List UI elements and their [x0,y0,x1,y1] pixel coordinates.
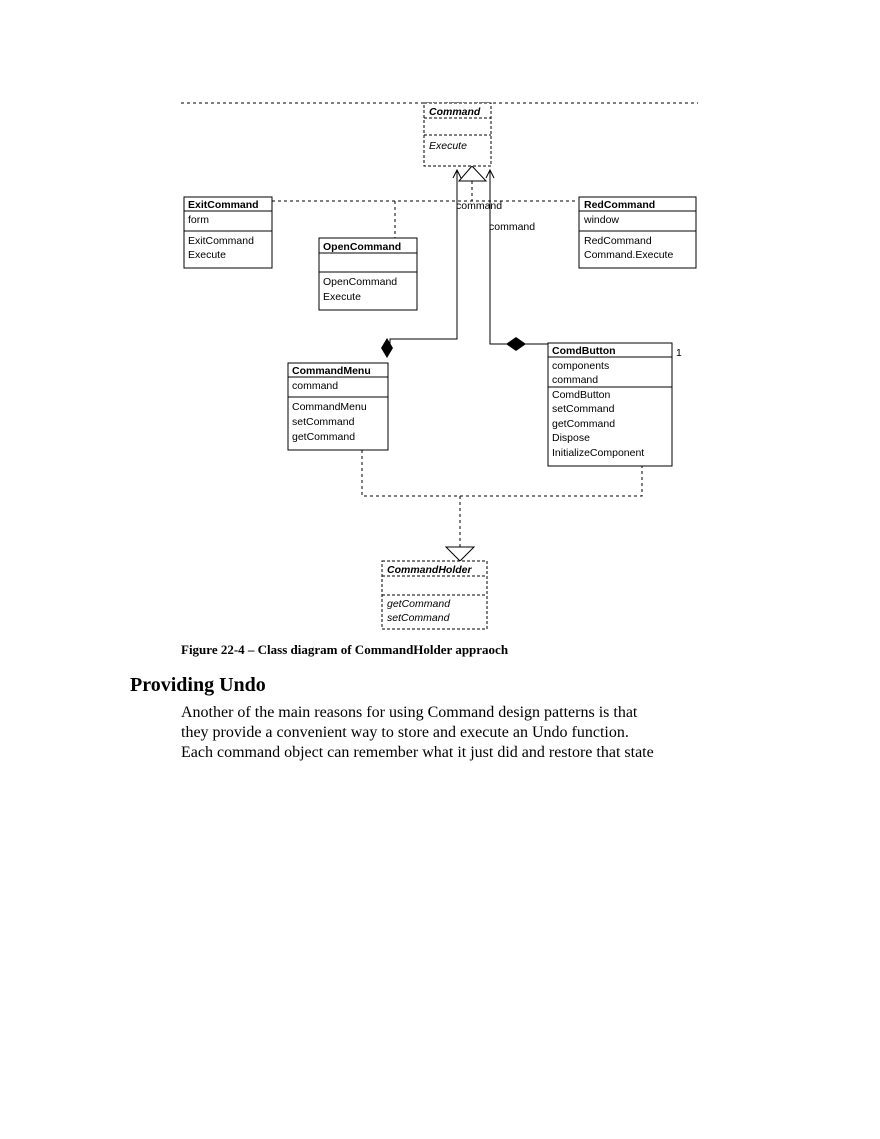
button-composition-diamond [506,337,526,351]
operation: Execute [188,249,226,261]
holder-realization-line [361,450,643,497]
operation: Execute [323,291,361,303]
attribute: form [188,214,209,226]
class-name: CommandHolder [387,564,473,576]
attribute: command [292,380,338,392]
menu-composition-diamond [381,338,393,358]
class-command-menu: CommandMenu command CommandMenu setComma… [287,362,389,451]
association-label-2: command [489,221,535,233]
multiplicity-label: 1 [676,347,682,359]
holder-realization-arrowhead [444,546,476,562]
class-diagram: command command 1 Command Execute ExitCo… [181,102,698,630]
operation: OpenCommand [323,276,397,288]
operation: Dispose [552,432,590,444]
section-heading: Providing Undo [130,674,266,696]
realization-arrowhead [457,165,488,182]
class-name: RedCommand [584,199,655,211]
operation: getCommand [387,598,451,610]
class-open-command: OpenCommand OpenCommand Execute [318,237,418,311]
paragraph-line: Each command object can remember what it… [181,744,654,761]
operation: InitializeComponent [552,447,644,459]
class-name: Command [429,106,481,118]
operation: RedCommand [584,235,652,247]
attribute: window [583,214,619,226]
paragraph-line: they provide a convenient way to store a… [181,724,629,741]
operation: setCommand [292,416,355,428]
operation: Command.Execute [584,249,673,261]
paragraph-line: Another of the main reasons for using Co… [181,704,638,721]
class-name: ComdButton [552,345,616,357]
menu-association-line [389,170,458,345]
class-comd-button: ComdButton components command ComdButton… [547,342,673,467]
operation: CommandMenu [292,401,367,413]
operation: setCommand [387,612,451,624]
operation: ExitCommand [188,235,254,247]
class-name: CommandMenu [292,365,371,377]
button-association-arrow [485,168,495,179]
operation: getCommand [292,431,355,443]
class-command: Command Execute [423,102,492,167]
class-name: ExitCommand [188,199,259,211]
button-association-line [489,170,550,345]
figure-caption: Figure 22-4 – Class diagram of CommandHo… [181,642,509,657]
operation: setCommand [552,403,615,415]
operation: Execute [429,140,467,152]
association-label-1: command [456,200,502,212]
operation: getCommand [552,418,615,430]
class-exit-command: ExitCommand form ExitCommand Execute [183,196,273,269]
body-paragraph: Another of the main reasons for using Co… [181,703,801,763]
menu-association-arrow [452,168,462,179]
attribute: command [552,374,598,386]
class-command-holder: CommandHolder getCommand setCommand [381,560,488,630]
class-name: OpenCommand [323,241,401,253]
operation: ComdButton [552,389,611,401]
attribute: components [552,360,609,372]
class-red-command: RedCommand window RedCommand Command.Exe… [578,196,697,269]
